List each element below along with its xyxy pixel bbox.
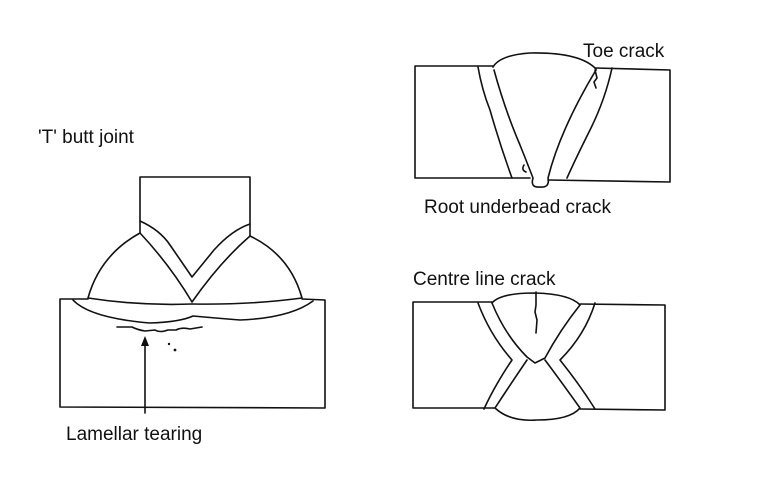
haz-lower [72, 299, 314, 324]
lamellar-tear-line [116, 326, 203, 333]
right-plate [547, 67, 671, 183]
toe-crack [593, 69, 598, 89]
weld-left [493, 69, 597, 188]
haz-left [477, 302, 513, 410]
double-v-weld-figure: Centre line crack [412, 269, 666, 422]
root-underbead-crack [522, 164, 527, 173]
haz-right [559, 302, 596, 410]
weld-cap [492, 52, 597, 70]
inclusion-dot [167, 342, 171, 346]
left-plate [412, 301, 496, 409]
right-plate [579, 303, 666, 411]
centre-line-crack [534, 291, 538, 334]
inclusion-dot [173, 348, 177, 352]
t-butt-joint-label: 'T' butt joint [38, 127, 135, 148]
lamellar-tearing-label: Lamellar tearing [66, 424, 202, 445]
t-butt-joint-figure: 'T' butt joint Lamellar tearing [38, 127, 326, 445]
upper-weld [491, 302, 581, 364]
weld-cap-top [491, 292, 581, 306]
vertical-plate [139, 176, 251, 237]
haz-right-outer [566, 67, 613, 179]
base-plate [59, 298, 326, 409]
root-underbead-crack-label: Root underbead crack [424, 197, 611, 218]
haz-left-outer [477, 66, 513, 179]
weld-inner [139, 232, 251, 303]
lower-weld [494, 359, 581, 422]
centre-line-crack-label: Centre line crack [413, 269, 556, 290]
left-plate [414, 65, 531, 179]
haz-upper [139, 220, 251, 278]
right-fillet [191, 235, 303, 305]
left-fillet [87, 232, 193, 306]
arrow-head-icon [141, 336, 149, 346]
single-v-weld-figure: Toe crack Root underbead crack [414, 41, 671, 218]
toe-crack-label: Toe crack [583, 41, 665, 62]
